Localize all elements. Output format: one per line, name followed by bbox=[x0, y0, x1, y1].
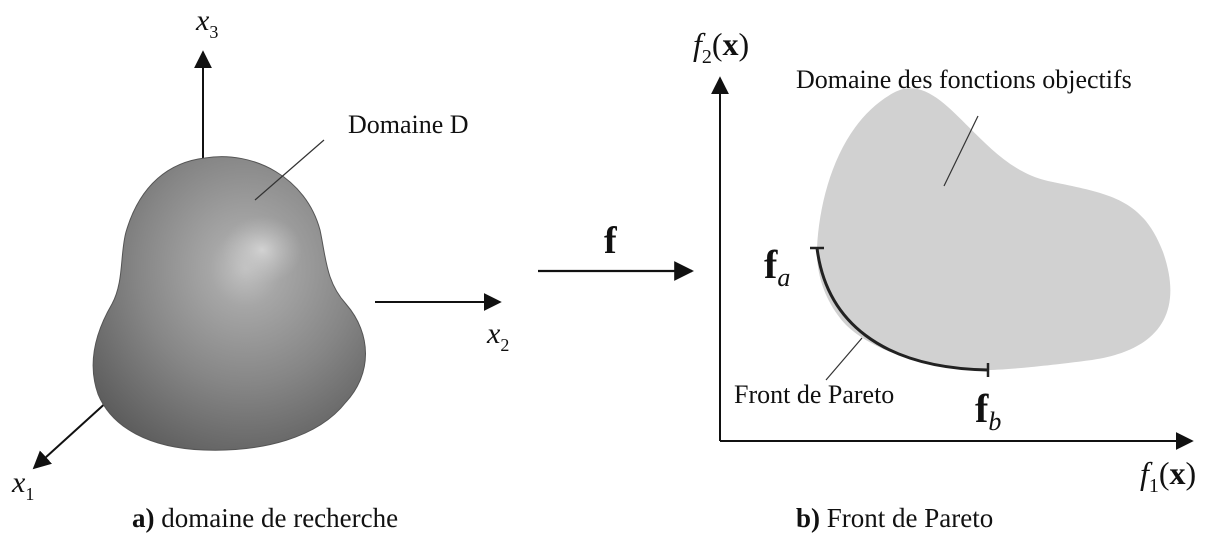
x3-label: x3 bbox=[195, 4, 218, 42]
search-domain-panel: Domaine D x3 x2 x1 bbox=[11, 4, 509, 504]
fb-label: fb bbox=[975, 386, 1001, 436]
caption-b-text: Front de Pareto bbox=[820, 503, 994, 533]
search-domain-blob bbox=[92, 156, 366, 451]
x1-label: x1 bbox=[11, 466, 34, 504]
domain-d-label: Domaine D bbox=[348, 110, 469, 139]
mapping-symbol: f bbox=[604, 220, 618, 262]
caption-a-letter: a) bbox=[132, 503, 155, 533]
pareto-front-leader bbox=[825, 337, 863, 381]
objective-domain-region bbox=[816, 88, 1171, 370]
caption-pareto-front: b) Front de Pareto bbox=[796, 503, 993, 534]
pareto-front-curve bbox=[815, 247, 989, 372]
caption-a-text: domaine de recherche bbox=[154, 503, 399, 533]
domain-d-leader bbox=[254, 139, 325, 201]
caption-search-domain: a) domaine de recherche bbox=[132, 503, 398, 534]
objective-space-panel: Domaine des fonctions objectifs Front de… bbox=[693, 26, 1196, 497]
f2-axis-label: f2(x) bbox=[693, 26, 749, 68]
blob-highlight bbox=[222, 216, 302, 284]
objective-domain-leader bbox=[943, 115, 979, 187]
f1-axis-label: f1(x) bbox=[1140, 455, 1196, 497]
objective-domain-label: Domaine des fonctions objectifs bbox=[796, 65, 1132, 94]
x2-label: x2 bbox=[486, 317, 509, 355]
caption-b-letter: b) bbox=[796, 503, 821, 533]
fa-label: fa bbox=[764, 242, 790, 292]
mapping-arrow-group: f bbox=[538, 220, 694, 281]
pareto-front-label: Front de Pareto bbox=[734, 380, 894, 409]
